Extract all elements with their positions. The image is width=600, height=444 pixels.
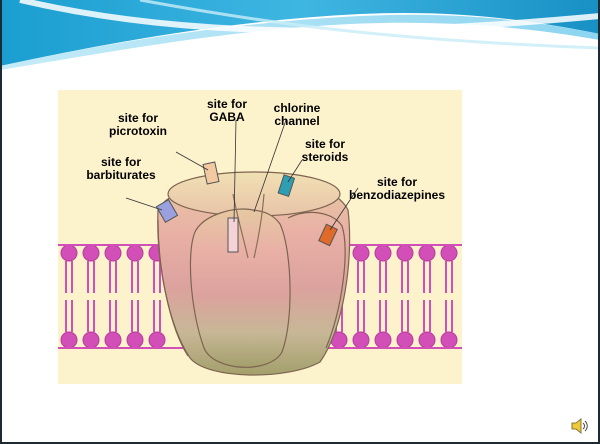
gaba-receptor-figure: site for GABA site for picrotoxin chlori… [58, 90, 462, 384]
receptor-body [158, 172, 350, 375]
label-picrotoxin: site for picrotoxin [98, 112, 178, 138]
label-barbiturates: site for barbiturates [76, 156, 166, 182]
label-gaba: site for GABA [192, 98, 262, 124]
label-benzodiazepines-line2: benzodiazepines [338, 189, 456, 202]
label-barbiturates-line2: barbiturates [76, 169, 166, 182]
label-gaba-line2: GABA [192, 111, 262, 124]
speaker-icon[interactable] [570, 418, 588, 434]
label-steroids-line2: steroids [290, 151, 360, 164]
gaba-site-marker [228, 218, 238, 252]
label-steroids: site for steroids [290, 138, 360, 164]
label-chlorine-line2: channel [262, 115, 332, 128]
header-swoosh [0, 0, 600, 70]
label-benzodiazepines: site for benzodiazepines [338, 176, 456, 202]
label-picrotoxin-line2: picrotoxin [98, 125, 178, 138]
label-chlorine-channel: chlorine channel [262, 102, 332, 128]
